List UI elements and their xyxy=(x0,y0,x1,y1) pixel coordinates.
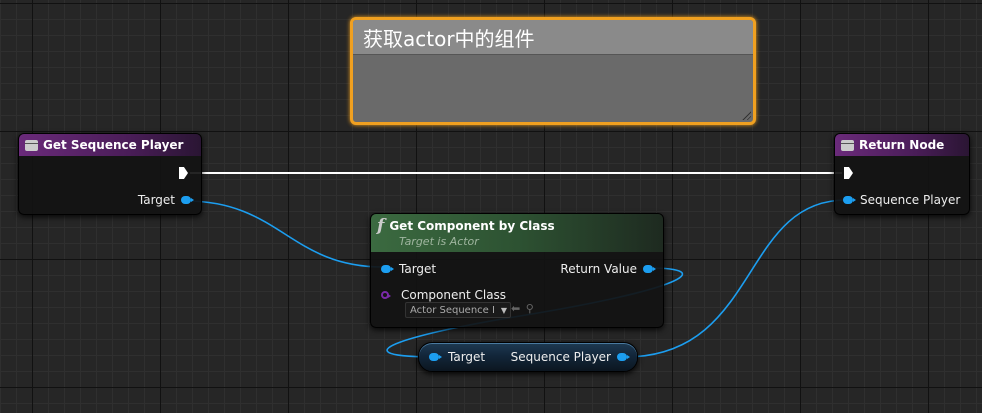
pin-label: Sequence Player xyxy=(510,350,611,364)
node-header: Get Sequence Player xyxy=(19,134,201,156)
use-selected-arrow-icon[interactable]: ⬅ xyxy=(511,302,521,315)
object-pin-icon[interactable] xyxy=(381,265,394,273)
target-pin[interactable]: Target xyxy=(381,262,436,276)
function-icon: f xyxy=(377,215,385,236)
node-icon xyxy=(841,139,854,151)
target-to-component-target-wire xyxy=(185,200,384,268)
dropdown-value: Actor Sequence I xyxy=(410,304,495,316)
pin-label: Return Value xyxy=(560,262,637,276)
browse-search-icon[interactable]: ⚲ xyxy=(525,302,534,315)
target-pin[interactable]: Target xyxy=(137,193,194,207)
cast-to-return-node-wire xyxy=(624,199,847,358)
cast-node[interactable]: Target Sequence Player xyxy=(418,342,638,372)
pin-label: Target xyxy=(137,193,175,207)
comment-box[interactable]: 获取actor中的组件 xyxy=(350,17,756,125)
target-pin[interactable]: Target xyxy=(429,350,485,364)
object-pin-icon[interactable] xyxy=(181,196,194,204)
pin-label: Component Class xyxy=(401,288,507,302)
component-class-dropdown[interactable]: Actor Sequence I ▼ xyxy=(405,302,511,318)
node-title: Get Sequence Player xyxy=(43,138,184,152)
object-pin-icon[interactable] xyxy=(617,353,630,361)
component-class-pin[interactable]: Component Class xyxy=(381,288,506,302)
resize-handle-icon[interactable] xyxy=(741,110,751,120)
pin-label: Sequence Player xyxy=(860,193,961,207)
node-icon xyxy=(25,139,38,151)
node-subtitle: Target is Actor xyxy=(399,234,479,248)
sequence-player-pin[interactable]: Sequence Player xyxy=(510,350,630,364)
class-pin-icon[interactable] xyxy=(381,291,391,299)
node-title: Get Component by Class xyxy=(389,218,555,233)
object-pin-icon[interactable] xyxy=(643,265,656,273)
chevron-down-icon: ▼ xyxy=(500,305,507,315)
pin-label: Target xyxy=(448,350,486,364)
object-pin-icon[interactable] xyxy=(429,353,442,361)
pin-label: Target xyxy=(399,262,437,276)
return-value-pin[interactable]: Return Value xyxy=(560,262,656,276)
object-pin-icon[interactable] xyxy=(843,196,856,204)
node-header: f Get Component by Class Target is Actor xyxy=(371,214,663,252)
browse-icons: ⬅ ⚲ xyxy=(511,302,534,315)
sequence-player-pin[interactable]: Sequence Player xyxy=(843,193,960,207)
return-node[interactable]: Return Node Sequence Player xyxy=(834,133,970,215)
exec-arrow-icon xyxy=(844,167,853,179)
node-header: Return Node xyxy=(835,134,969,156)
get-sequence-player-node[interactable]: Get Sequence Player Target xyxy=(18,133,202,215)
node-title: Return Node xyxy=(859,138,945,152)
exec-arrow-icon xyxy=(179,167,188,179)
comment-title[interactable]: 获取actor中的组件 xyxy=(353,20,753,55)
